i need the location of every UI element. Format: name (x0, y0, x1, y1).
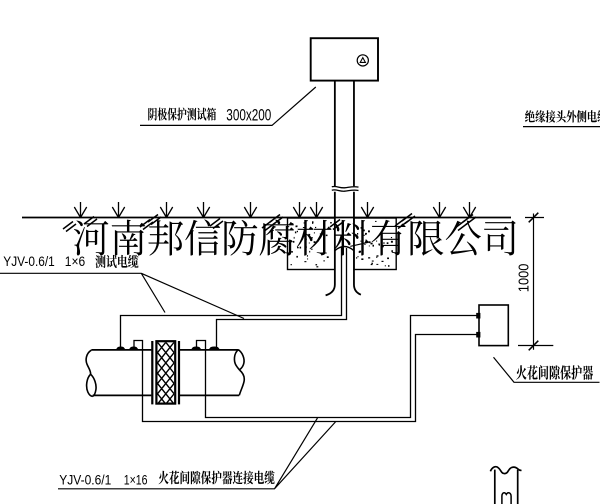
svg-text:1000: 1000 (516, 264, 533, 293)
svg-text:1×6: 1×6 (65, 254, 85, 269)
svg-text:300x200: 300x200 (226, 106, 271, 124)
svg-text:YJV-0.6/1: YJV-0.6/1 (59, 473, 111, 488)
svg-text:1×16: 1×16 (124, 473, 148, 488)
svg-text:YJV-0.6/1: YJV-0.6/1 (3, 254, 55, 269)
